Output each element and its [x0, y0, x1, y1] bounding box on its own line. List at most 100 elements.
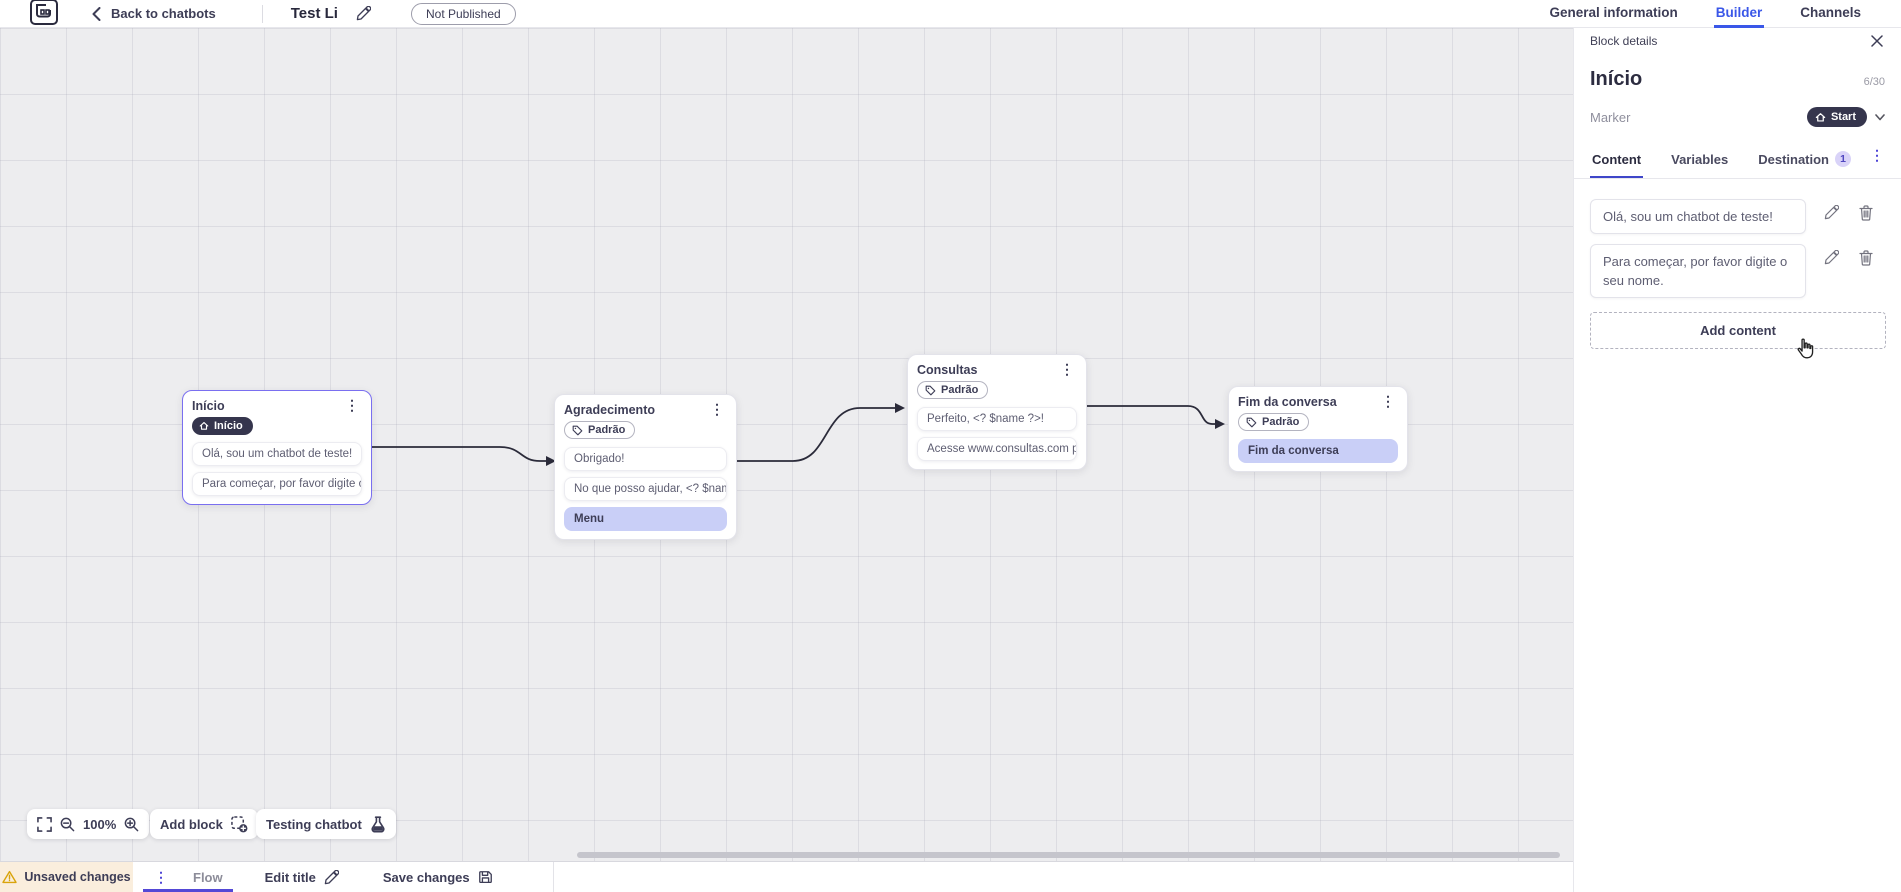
message-card[interactable]: No que posso ajudar, <? $name ... — [564, 476, 727, 501]
content-row: Para começar, por favor digite o seu nom… — [1590, 244, 1885, 298]
flow-tab-underline — [143, 889, 233, 892]
tab-content[interactable]: Content — [1590, 144, 1644, 178]
start-marker-badge: Início — [192, 417, 253, 435]
topbar-divider — [261, 4, 263, 23]
padrao-tag: Padrão — [564, 421, 636, 439]
start-badge-label: Início — [214, 420, 243, 432]
block-title: Agradecimento — [564, 403, 655, 417]
edit-title-button[interactable]: Edit title — [264, 869, 339, 885]
edit-pencil-icon[interactable] — [1824, 250, 1839, 266]
content-text-card[interactable]: Para começar, por favor digite o seu nom… — [1590, 244, 1806, 298]
bot-title: Test Li — [290, 5, 338, 22]
zoom-level: 100% — [83, 816, 117, 832]
tab-variables-label: Variables — [1671, 151, 1729, 167]
horizontal-scrollbar[interactable] — [577, 852, 1560, 858]
flow-block-inicio[interactable]: Início ⋮ Início Olá, sou um chatbot de t… — [182, 390, 372, 505]
block-menu-icon[interactable]: ⋮ — [1381, 393, 1395, 409]
marker-label: Marker — [1590, 109, 1631, 125]
trash-icon[interactable] — [1859, 250, 1873, 266]
fit-view-icon[interactable] — [37, 816, 52, 832]
home-icon — [1815, 112, 1826, 122]
chevron-down-icon — [1875, 113, 1885, 120]
tab-destination[interactable]: Destination 1 — [1756, 143, 1853, 178]
block-title: Fim da conversa — [1238, 395, 1337, 409]
marker-value: Start — [1830, 111, 1856, 123]
top-bar: Back to chatbots Test Li Not Published G… — [0, 0, 1901, 28]
marker-dropdown[interactable]: Start — [1806, 107, 1885, 127]
padrao-tag: Padrão — [917, 381, 989, 399]
bottom-bar: Unsaved changes ⋮ Flow Edit title Save c… — [0, 861, 1573, 892]
tab-channels[interactable]: Channels — [1800, 5, 1861, 20]
back-label: Back to chatbots — [111, 6, 216, 21]
content-text-card[interactable]: Olá, sou um chatbot de teste! — [1590, 199, 1806, 234]
home-icon — [199, 422, 209, 430]
panel-tabs: Content Variables Destination 1 ⋮ — [1574, 143, 1901, 179]
tag-label: Padrão — [941, 384, 979, 396]
back-to-chatbots-button[interactable]: Back to chatbots — [92, 6, 216, 21]
save-icon — [478, 870, 492, 883]
tag-label: Padrão — [588, 424, 626, 436]
flow-canvas[interactable]: Início ⋮ Início Olá, sou um chatbot de t… — [0, 28, 1573, 861]
block-title: Consultas — [917, 363, 978, 377]
status-badge: Not Published — [410, 2, 516, 25]
message-card[interactable]: Olá, sou um chatbot de teste! — [192, 442, 362, 466]
tab-destination-label: Destination — [1758, 151, 1830, 167]
flow-block-fim-da-conversa[interactable]: Fim da conversa ⋮ Padrão Fim da conversa — [1228, 386, 1408, 472]
unsaved-changes-status: Unsaved changes — [0, 862, 133, 892]
block-details-panel: Block details Início 6/30 Marker Start — [1573, 28, 1901, 892]
save-changes-button[interactable]: Save changes — [383, 870, 493, 885]
warning-icon — [2, 870, 18, 884]
block-title: Início — [192, 399, 225, 413]
zoom-out-icon[interactable] — [60, 817, 75, 832]
flask-icon — [371, 815, 385, 832]
unsaved-changes-label: Unsaved changes — [24, 870, 131, 884]
padrao-tag: Padrão — [1238, 413, 1310, 431]
save-changes-label: Save changes — [382, 869, 470, 885]
flow-block-consultas[interactable]: Consultas ⋮ Padrão Perfeito, <? $name ?>… — [907, 354, 1087, 470]
panel-title: Block details — [1590, 34, 1658, 48]
flow-menu-icon[interactable]: ⋮ — [154, 869, 168, 885]
add-block-button[interactable]: Add block — [150, 809, 258, 839]
char-counter: 6/30 — [1863, 76, 1885, 88]
trash-icon[interactable] — [1859, 205, 1873, 221]
message-card[interactable]: Acesse www.consultas.com par... — [917, 436, 1077, 461]
tab-content-label: Content — [1592, 151, 1642, 167]
message-card[interactable]: Perfeito, <? $name ?>! — [917, 406, 1077, 431]
start-marker-pill: Start — [1806, 107, 1867, 127]
tab-flow[interactable]: Flow — [193, 869, 223, 885]
message-card[interactable]: Obrigado! — [564, 446, 727, 471]
destination-count-badge: 1 — [1835, 151, 1852, 167]
edit-title-pencil-icon[interactable] — [356, 6, 371, 21]
testing-chatbot-label: Testing chatbot — [266, 816, 362, 832]
message-card[interactable]: Para começar, por favor digite o ... — [192, 472, 362, 496]
tag-icon — [925, 385, 936, 395]
block-menu-icon[interactable]: ⋮ — [710, 401, 724, 417]
tag-label: Padrão — [1262, 416, 1300, 428]
edit-pencil-icon[interactable] — [1824, 205, 1839, 221]
robot-logo-icon — [36, 4, 51, 18]
panel-menu-icon[interactable]: ⋮ — [1870, 147, 1884, 163]
tag-icon — [572, 425, 583, 435]
add-block-label: Add block — [160, 816, 223, 832]
block-menu-icon[interactable]: ⋮ — [345, 397, 359, 413]
tag-icon — [1246, 417, 1257, 427]
zoom-controls: 100% — [27, 809, 150, 839]
content-list: Olá, sou um chatbot de teste! Para — [1574, 179, 1901, 298]
content-row: Olá, sou um chatbot de teste! — [1590, 199, 1885, 234]
app-logo — [30, 0, 58, 25]
tab-builder[interactable]: Builder — [1713, 0, 1765, 28]
bottombar-divider — [552, 862, 554, 892]
tab-general-information[interactable]: General information — [1549, 5, 1678, 20]
zoom-in-icon[interactable] — [124, 817, 139, 832]
edit-title-label: Edit title — [264, 869, 316, 885]
flow-block-agradecimento[interactable]: Agradecimento ⋮ Padrão Obrigado! No que … — [554, 394, 737, 540]
back-chevron-icon — [92, 6, 101, 21]
tab-variables[interactable]: Variables — [1669, 144, 1730, 178]
end-card[interactable]: Fim da conversa — [1238, 438, 1398, 463]
add-content-button[interactable]: Add content — [1590, 312, 1886, 349]
close-icon[interactable] — [1869, 33, 1885, 49]
testing-chatbot-button[interactable]: Testing chatbot — [256, 809, 396, 839]
menu-card[interactable]: Menu — [564, 506, 727, 531]
block-menu-icon[interactable]: ⋮ — [1060, 361, 1074, 377]
